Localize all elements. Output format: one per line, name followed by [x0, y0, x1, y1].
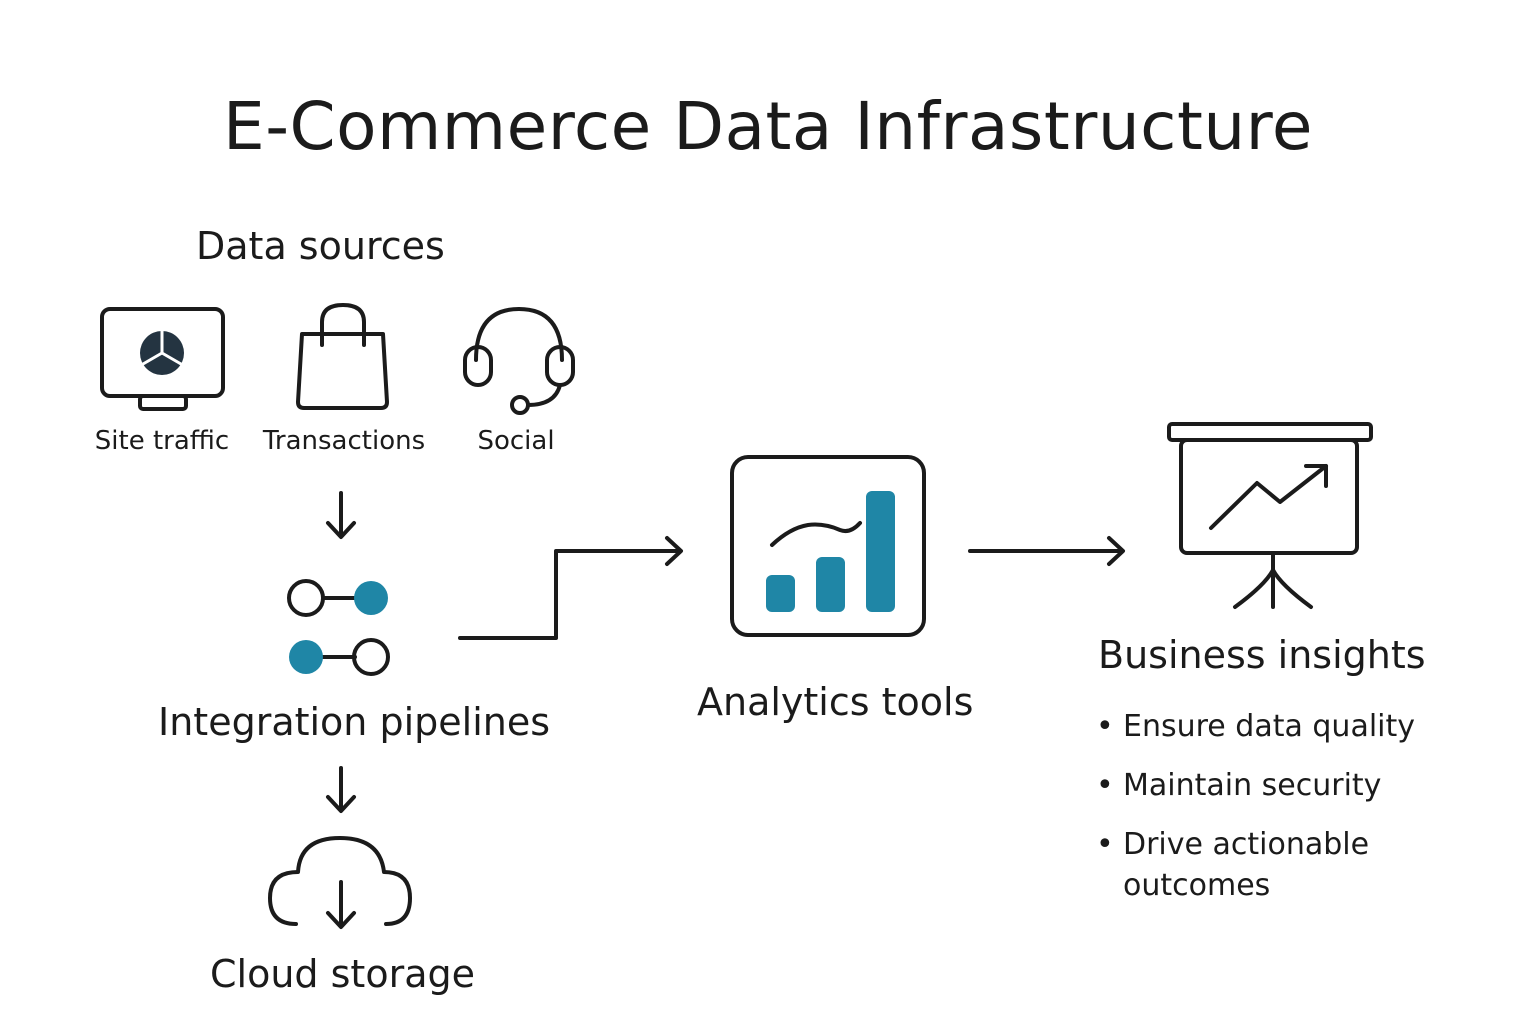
bullet-item: Ensure data quality	[1096, 706, 1516, 747]
down-arrow-icon	[326, 491, 356, 539]
source-label-social: Social	[477, 426, 555, 456]
presentation-board-icon	[1167, 422, 1373, 609]
source-label-transactions: Transactions	[262, 426, 426, 456]
data-sources-heading: Data sources	[196, 224, 445, 268]
down-arrow-icon	[326, 766, 356, 813]
source-label-site-traffic: Site traffic	[94, 426, 230, 456]
headset-icon	[463, 307, 575, 415]
flow-connector-arrow	[968, 536, 1125, 566]
cloud-download-icon	[268, 836, 412, 929]
bullet-item: Maintain security	[1096, 765, 1516, 806]
flow-connector-arrow	[458, 536, 683, 640]
shopping-bag-icon	[296, 303, 389, 410]
cloud-storage-label: Cloud storage	[210, 952, 475, 996]
bar-chart-icon	[730, 455, 926, 637]
monitor-icon	[100, 307, 225, 411]
insights-bullet-list: Ensure data quality Maintain security Dr…	[1096, 706, 1516, 924]
business-insights-heading: Business insights	[1098, 633, 1426, 677]
analytics-tools-label: Analytics tools	[697, 680, 974, 724]
integration-pipelines-label: Integration pipelines	[158, 700, 551, 744]
bullet-item: Drive actionable outcomes	[1096, 824, 1516, 906]
page-title: E-Commerce Data Infrastructure	[223, 88, 1313, 165]
pipeline-nodes-icon	[287, 579, 390, 676]
